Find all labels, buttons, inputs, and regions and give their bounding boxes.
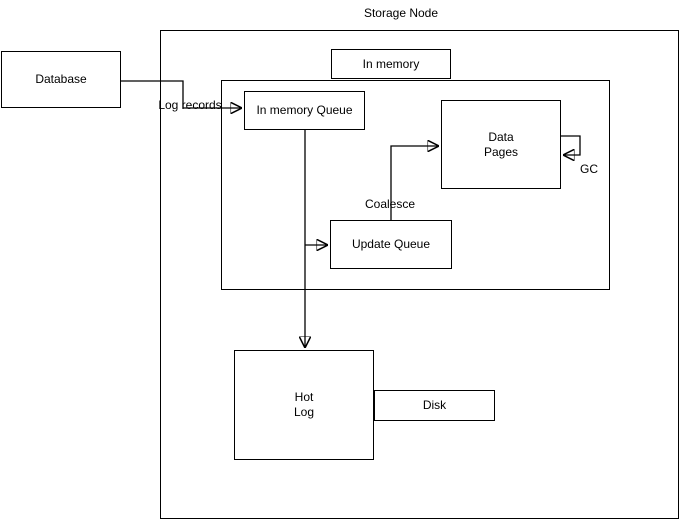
node-update-queue-label: Update Queue — [351, 237, 431, 251]
edge-update-queue-to-data-pages — [390, 146, 439, 220]
edge-data-pages-gc-self-loop — [561, 135, 581, 155]
node-data-pages-label-line1: Data — [488, 129, 514, 144]
storage-node-container — [160, 30, 679, 519]
node-in-memory-queue-label: In memory Queue — [256, 103, 353, 117]
node-in-memory: In memory — [331, 49, 451, 79]
node-hot-log-label-line1: Hot — [294, 390, 314, 404]
in-memory-container — [221, 80, 610, 290]
edge-label-log-records: Log records — [158, 98, 222, 112]
node-database-label: Database — [35, 72, 87, 86]
node-disk: Disk — [374, 390, 495, 421]
edge-label-gc: GC — [580, 162, 598, 176]
diagram-title: Storage Node — [363, 6, 439, 20]
node-hot-log-label-line2: Log — [293, 405, 315, 419]
node-in-memory-queue: In memory Queue — [244, 91, 365, 130]
node-database: Database — [1, 51, 121, 108]
node-hot-log: Hot Log — [234, 350, 374, 460]
node-disk-label: Disk — [422, 398, 447, 412]
edge-label-coalesce: Coalesce — [364, 197, 416, 211]
node-data-pages-label-line2: Pages — [483, 144, 519, 159]
node-in-memory-label: In memory — [362, 56, 420, 71]
edge-database-to-in-memory-queue — [121, 80, 242, 108]
node-update-queue: Update Queue — [330, 220, 452, 269]
node-data-pages: Data Pages — [441, 100, 561, 189]
